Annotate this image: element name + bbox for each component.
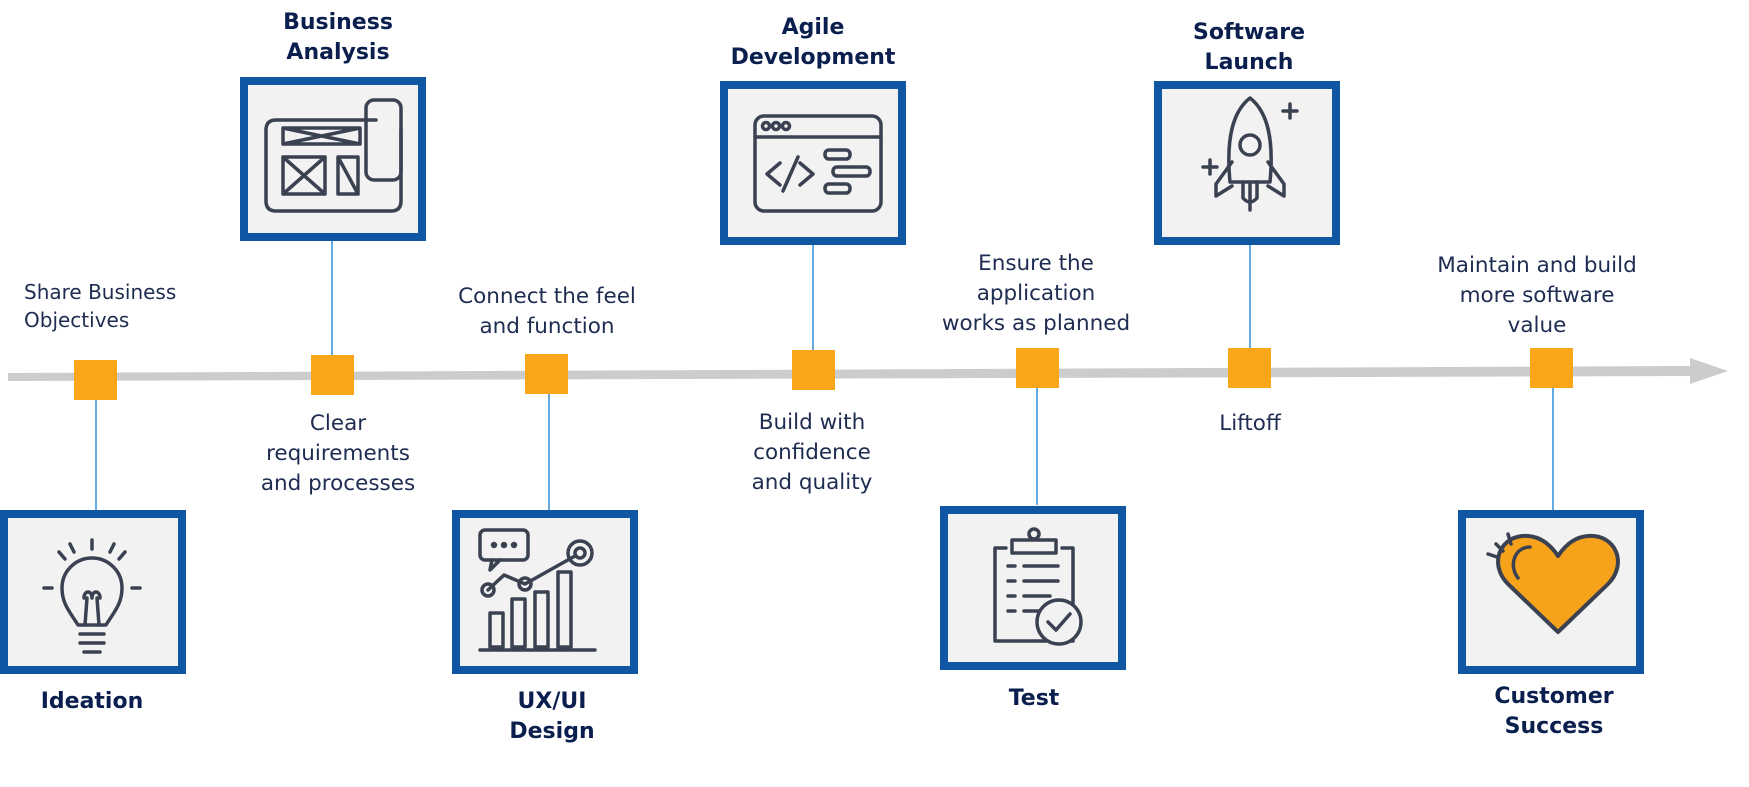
marker-uxui-design — [525, 354, 568, 394]
icon-box-software-launch — [1154, 81, 1340, 245]
marker-agile-development — [792, 350, 835, 390]
stage-title-software-launch: Software Launch — [1193, 20, 1305, 75]
stage-title-ideation: Ideation — [40, 689, 144, 714]
stage-description-customer-success: Maintain and build more software value — [1437, 253, 1637, 338]
marker-software-launch — [1228, 348, 1271, 388]
marker-business-analysis — [311, 355, 354, 395]
marker-customer-success — [1530, 348, 1573, 388]
stage-title-test: Test — [1008, 686, 1060, 711]
marker-ideation — [74, 360, 117, 400]
code-window-icon — [753, 114, 883, 213]
icon-box-agile-development — [720, 81, 906, 245]
marker-test — [1016, 348, 1059, 388]
clipboard-check-icon — [993, 527, 1083, 646]
stage-description-uxui-design: Connect the feel and function — [458, 284, 636, 339]
chart-growth-icon — [478, 528, 597, 652]
icon-box-business-analysis — [240, 77, 426, 241]
stage-title-business-analysis: Business Analysis — [283, 10, 393, 65]
stage-description-software-launch: Liftoff — [1219, 411, 1281, 436]
stage-title-uxui-design: UX/UI Design — [509, 689, 595, 744]
rocket-icon — [1201, 96, 1299, 212]
stage-description-test: Ensure the application works as planned — [941, 251, 1131, 336]
stage-description-ideation: Share Business Objectives — [24, 280, 177, 332]
wireframe-blueprint-icon — [264, 98, 403, 213]
stage-description-agile-development: Build with confidence and quality — [751, 410, 873, 495]
stage-description-business-analysis: Clear requirements and processes — [260, 411, 416, 496]
stage-title-customer-success: Customer Success — [1494, 684, 1614, 739]
stage-title-agile-development: Agile Development — [730, 15, 896, 70]
timeline-arrow — [8, 358, 1728, 384]
lightbulb-icon — [42, 538, 142, 654]
heart-icon — [1486, 532, 1620, 634]
